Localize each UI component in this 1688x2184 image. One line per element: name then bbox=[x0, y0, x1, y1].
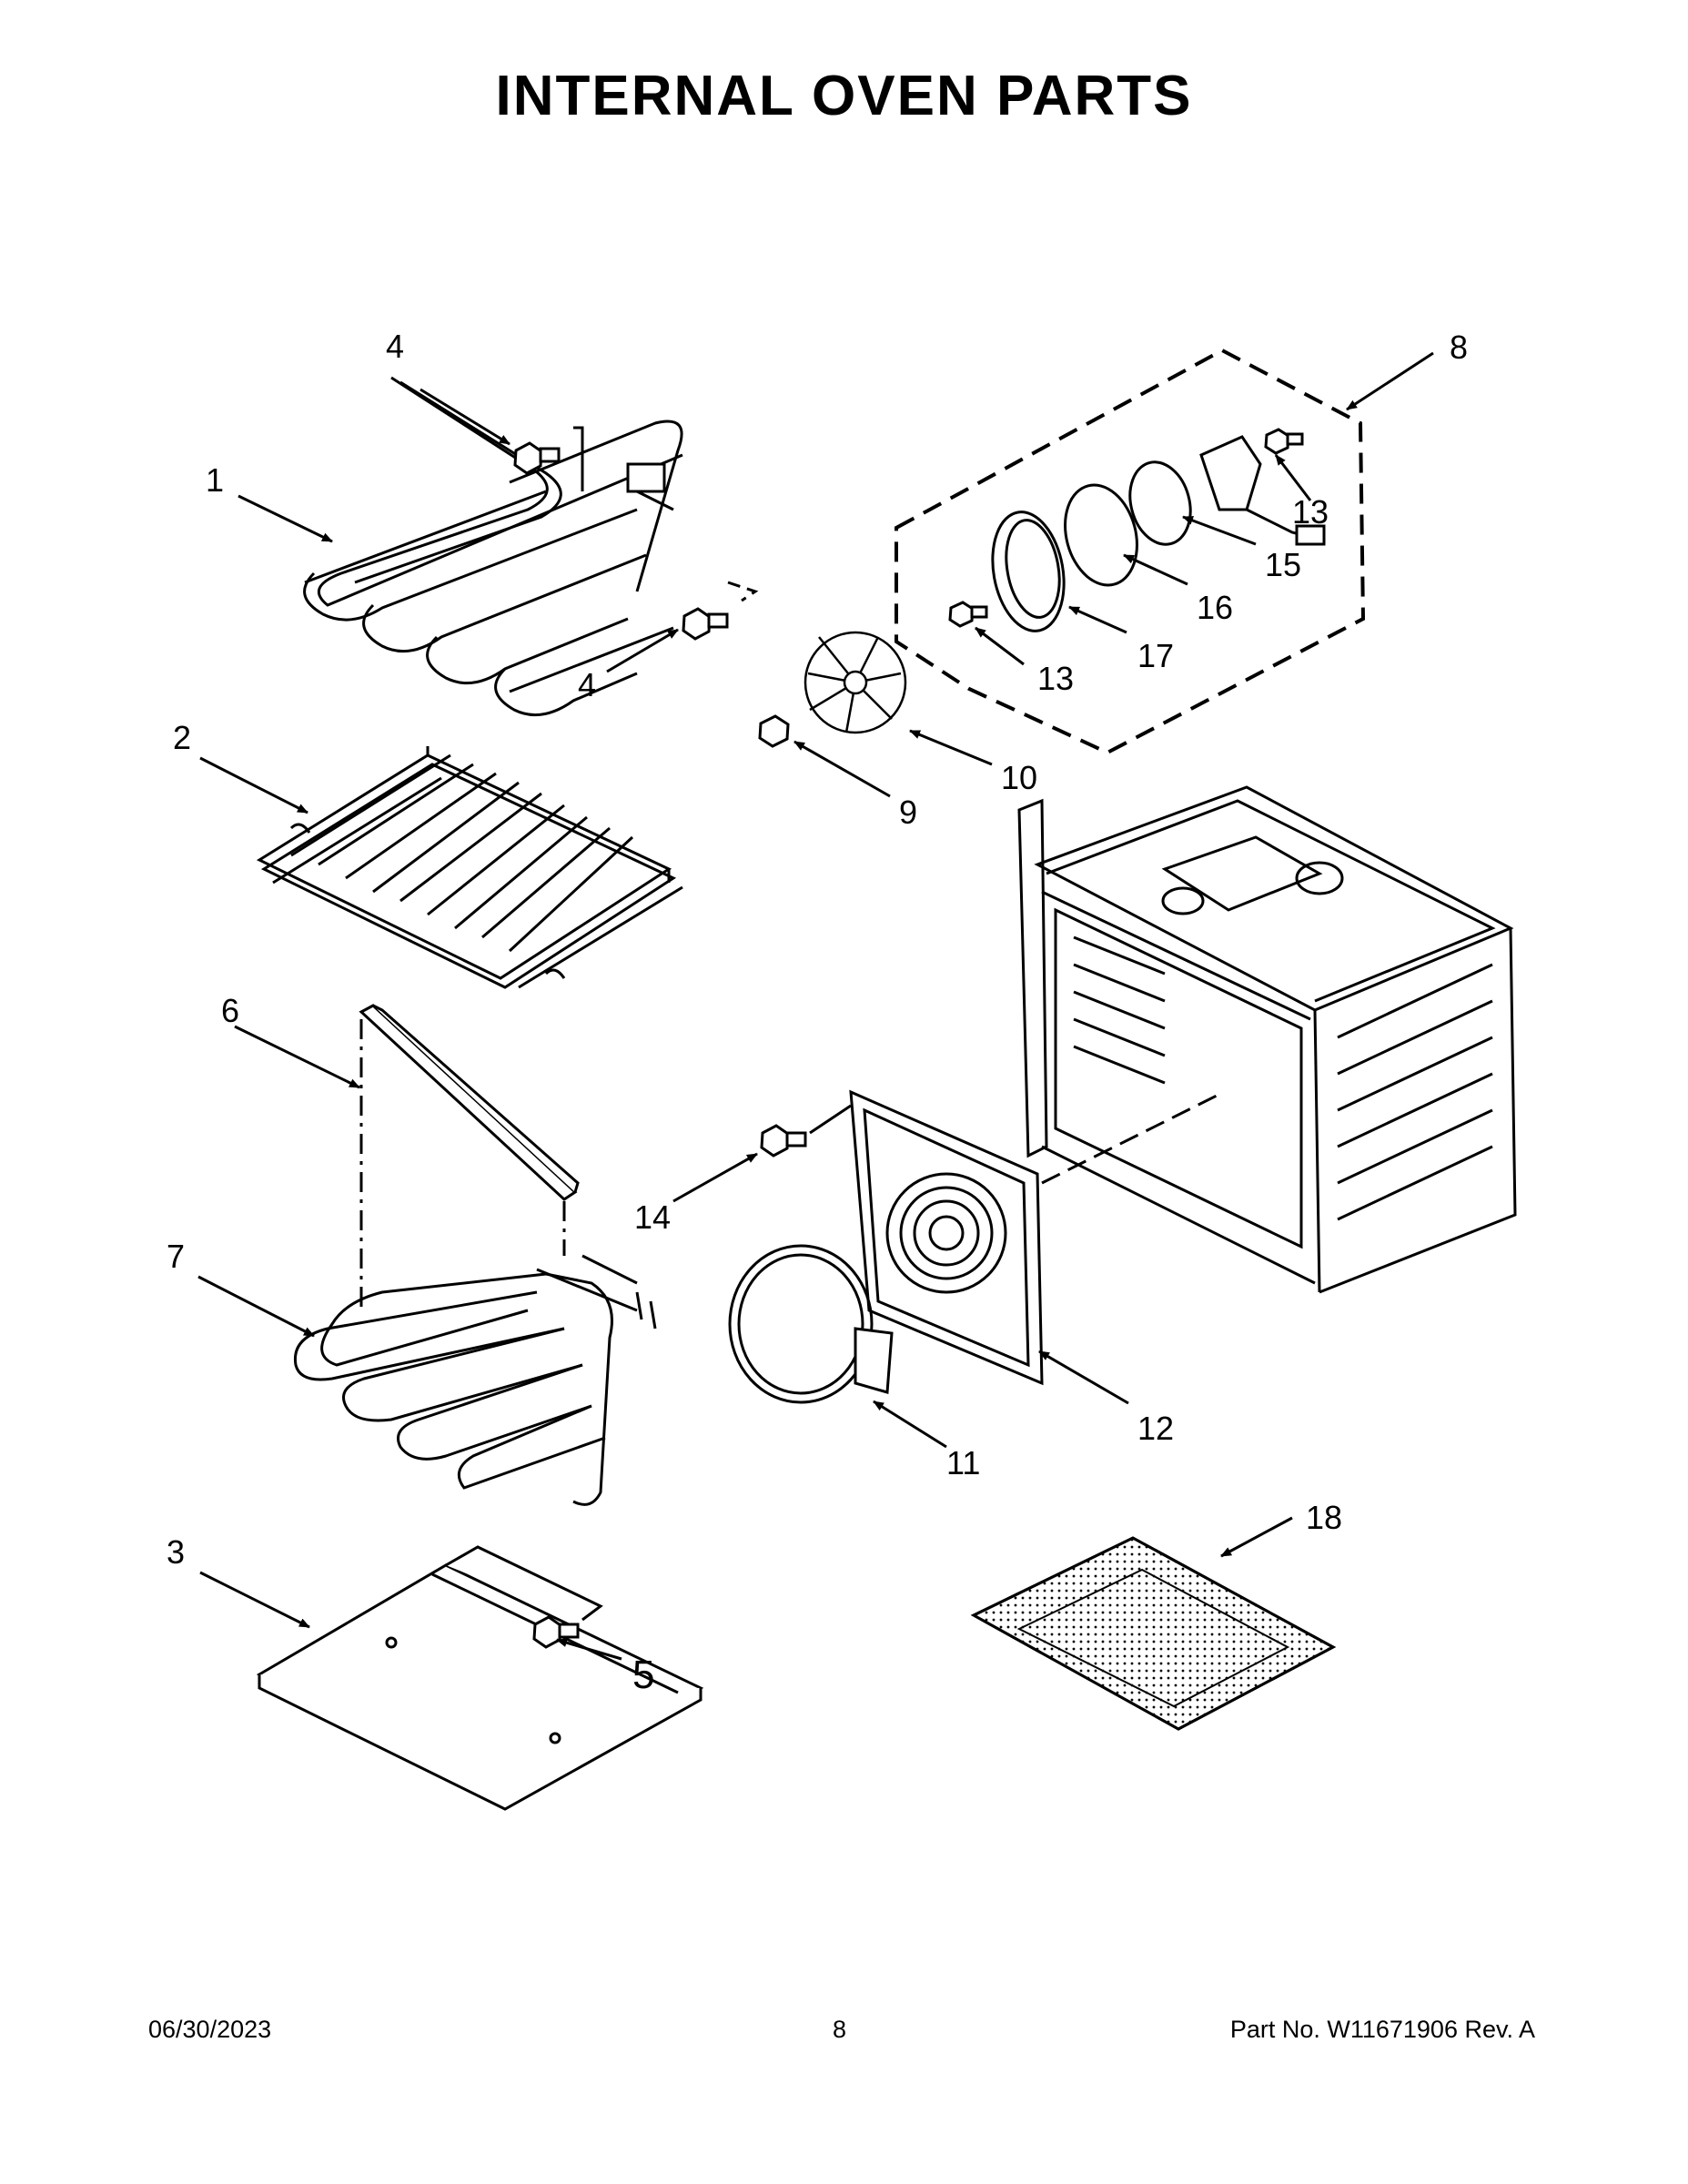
fan-nut-part bbox=[758, 714, 790, 748]
callout-10: 10 bbox=[1001, 759, 1037, 796]
motor-assembly-outline bbox=[895, 348, 1366, 755]
rear-panel-part bbox=[849, 1089, 1044, 1386]
callout-2: 2 bbox=[173, 719, 191, 756]
callout-14: 14 bbox=[634, 1198, 671, 1236]
callout-1: 1 bbox=[206, 461, 224, 499]
insulation-disc-part bbox=[1064, 483, 1138, 587]
heat-shield-disc-part bbox=[1128, 460, 1192, 546]
callout-15: 15 bbox=[1265, 546, 1301, 583]
footer-date: 06/30/2023 bbox=[148, 2016, 272, 2043]
motor-mount-plate-part bbox=[991, 511, 1066, 632]
element-shield-part bbox=[359, 1004, 580, 1201]
screw-part-4b bbox=[682, 607, 729, 641]
callout-5: 5 bbox=[632, 1653, 654, 1697]
callout-18: 18 bbox=[1306, 1499, 1342, 1536]
screw-part-14 bbox=[760, 1124, 807, 1158]
convection-motor-part bbox=[1199, 435, 1326, 546]
callout-4-bottom: 4 bbox=[578, 666, 596, 703]
fan-blade-part bbox=[804, 631, 907, 734]
callout-6: 6 bbox=[221, 992, 239, 1029]
callout-13-bottom: 13 bbox=[1037, 660, 1074, 697]
convection-element-part bbox=[728, 1244, 894, 1404]
footer-part-number: Part No. W11671906 Rev. A bbox=[1229, 2016, 1535, 2043]
page-title: INTERNAL OVEN PARTS bbox=[495, 65, 1193, 127]
footer-page-number: 8 bbox=[833, 2016, 847, 2043]
screw-part-4a bbox=[513, 441, 561, 475]
broil-element-part bbox=[303, 376, 683, 717]
callout-7: 7 bbox=[167, 1238, 185, 1275]
callout-12: 12 bbox=[1137, 1410, 1174, 1447]
oven-rack-part bbox=[256, 746, 683, 989]
screw-part-13a bbox=[1264, 428, 1304, 455]
callout-8: 8 bbox=[1450, 329, 1468, 366]
callout-16: 16 bbox=[1197, 589, 1233, 626]
mesh-panel-part bbox=[970, 1536, 1337, 1731]
bake-element-part bbox=[293, 1254, 657, 1506]
callout-labels: 1 2 3 4 4 5 6 7 8 9 10 11 12 13 13 14 15… bbox=[167, 328, 1468, 1697]
callout-3: 3 bbox=[167, 1533, 185, 1571]
callout-13-top: 13 bbox=[1292, 493, 1329, 531]
callout-4-top: 4 bbox=[386, 328, 404, 365]
callout-9: 9 bbox=[899, 794, 917, 831]
callout-11: 11 bbox=[946, 1444, 980, 1481]
screw-part-13b bbox=[948, 601, 988, 628]
oven-cavity bbox=[1017, 785, 1517, 1294]
callout-17: 17 bbox=[1137, 637, 1174, 674]
leader-arrows bbox=[197, 351, 1434, 1661]
bottom-cover-part bbox=[256, 1545, 704, 1811]
